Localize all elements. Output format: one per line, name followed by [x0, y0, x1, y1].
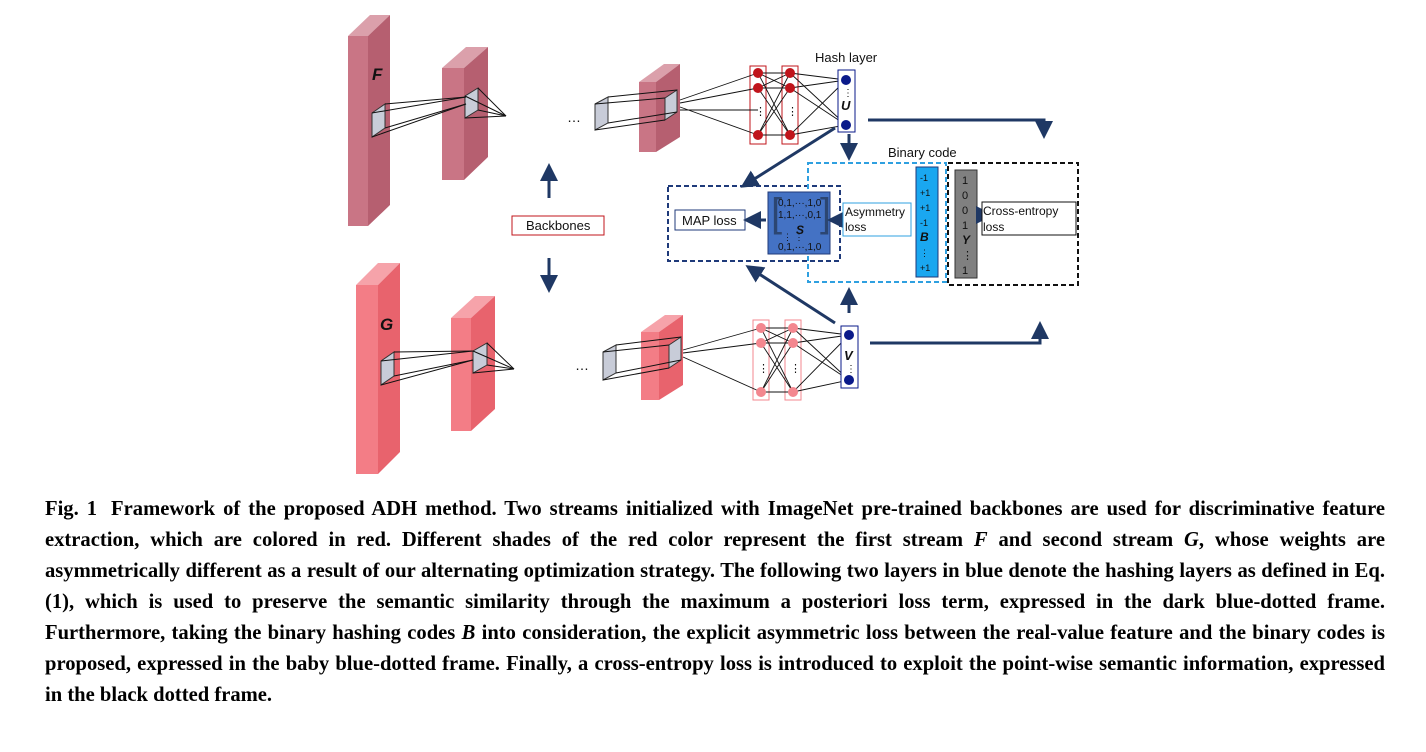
svg-text:⋮: ⋮ [755, 106, 766, 118]
vector-entry: 1 [962, 265, 968, 277]
hash-layer-v: V ⋮ [840, 325, 859, 389]
caption-segment: F [973, 529, 988, 551]
node-red [785, 83, 795, 93]
node-blue [844, 375, 854, 385]
vector-entry: ⋮ [920, 248, 929, 258]
caption-segment: B [461, 622, 476, 644]
caption-segment: and second stream [987, 529, 1185, 551]
asymmetry-loss-label-2: loss [845, 220, 866, 234]
hash-layer-u: Hash layer U ⋮ [815, 50, 878, 133]
node-red [785, 130, 795, 140]
b-vector: -1 +1 +1 -1B ⋮ +1 [915, 166, 939, 278]
flow-arrows [740, 118, 1053, 345]
s-matrix: 0,1,···,1,0 1,1,···,0,1 S ⋮ ⋮ 0,1,···,1,… [767, 191, 831, 255]
backbones-label: Backbones [526, 218, 591, 233]
svg-text:1,1,···,0,1: 1,1,···,0,1 [778, 210, 822, 221]
adh-framework-diagram: F … [348, 15, 1079, 474]
vector-entry: +1 [920, 263, 930, 273]
svg-text:⋮: ⋮ [843, 88, 853, 99]
svg-text:]: ] [820, 191, 831, 235]
vector-entry: 1 [962, 175, 968, 187]
vector-entry: -1 [920, 218, 928, 228]
cross-entropy-frame [947, 162, 1079, 286]
map-loss-label: MAP loss [682, 213, 737, 228]
vector-entry: 0 [962, 190, 968, 202]
u-label: U [841, 98, 851, 113]
stream-g-block-1 [356, 263, 400, 285]
node-pink [788, 387, 798, 397]
backbones-box [511, 215, 605, 236]
stream-f-label: F [372, 65, 383, 84]
node-pink [756, 338, 766, 348]
fc-layers-bottom: ⋮ ⋮ [682, 319, 850, 401]
vector-entry: +1 [920, 203, 930, 213]
hash-layer-label: Hash layer [815, 50, 878, 65]
node-pink [788, 338, 798, 348]
asymmetry-loss-label-1: Asymmetry [845, 205, 905, 219]
caption-segment: , whose weights are asymmetrically diffe… [45, 529, 1386, 644]
svg-text:⋮ ⋮: ⋮ ⋮ [783, 232, 804, 242]
svg-text:⋮: ⋮ [787, 106, 798, 118]
vector-entry: 0 [962, 205, 968, 217]
node-red [753, 68, 763, 78]
figure-label: Fig. 1 [45, 498, 98, 520]
caption-text: Framework of the proposed ADH method. Tw… [45, 498, 1385, 706]
stream-f: F … [348, 15, 680, 226]
svg-text:⋮: ⋮ [846, 364, 856, 375]
ellipsis-top: … [567, 109, 581, 125]
node-blue [844, 330, 854, 340]
vector-entry: 1 [962, 220, 968, 232]
asymmetry-loss-frame [807, 162, 947, 283]
asymmetry-loss-box [842, 202, 912, 237]
ellipsis-bottom: … [575, 357, 589, 373]
node-blue [841, 120, 851, 130]
node-red [785, 68, 795, 78]
vector-entry: B [920, 230, 929, 244]
node-red [753, 83, 763, 93]
svg-text:0,1,···,1,0: 0,1,···,1,0 [778, 242, 822, 253]
stream-g-label: G [380, 315, 393, 334]
binary-code-label: Binary code [888, 145, 957, 160]
vector-entry: ⋮ [962, 250, 973, 262]
stream-f-block-1 [348, 15, 390, 36]
node-blue [841, 75, 851, 85]
caption-segment: Framework of the proposed ADH method. Tw… [45, 498, 1385, 551]
stream-g-block-2 [451, 296, 495, 318]
stream-g: G … [356, 263, 683, 474]
v-label: V [844, 348, 854, 363]
fc-layers-top: ⋮ ⋮ [679, 65, 847, 145]
cross-entropy-label-1: Cross-entropy [983, 204, 1058, 218]
cross-entropy-label-2: loss [983, 220, 1004, 234]
vector-entry: -1 [920, 173, 928, 183]
backbones-annotation: Backbones [511, 163, 605, 293]
cross-entropy-loss-box [981, 201, 1077, 236]
caption-segment: G [1184, 529, 1199, 551]
node-pink [788, 323, 798, 333]
stream-g-block-3 [641, 315, 683, 332]
caption-segment: into consideration, the explicit asymmet… [45, 622, 1385, 706]
stream-f-block-3 [639, 64, 680, 82]
svg-text:[: [ [771, 191, 782, 235]
vector-entry: +1 [920, 188, 930, 198]
svg-text:⋮: ⋮ [758, 363, 769, 375]
svg-text:S: S [796, 223, 804, 237]
node-red [753, 130, 763, 140]
svg-text:⋮: ⋮ [790, 363, 801, 375]
svg-text:0,1,···,1,0: 0,1,···,1,0 [778, 198, 822, 209]
vector-entry: Y [962, 233, 971, 247]
stream-f-block-2 [442, 47, 488, 68]
node-pink [756, 323, 766, 333]
node-pink [756, 387, 766, 397]
